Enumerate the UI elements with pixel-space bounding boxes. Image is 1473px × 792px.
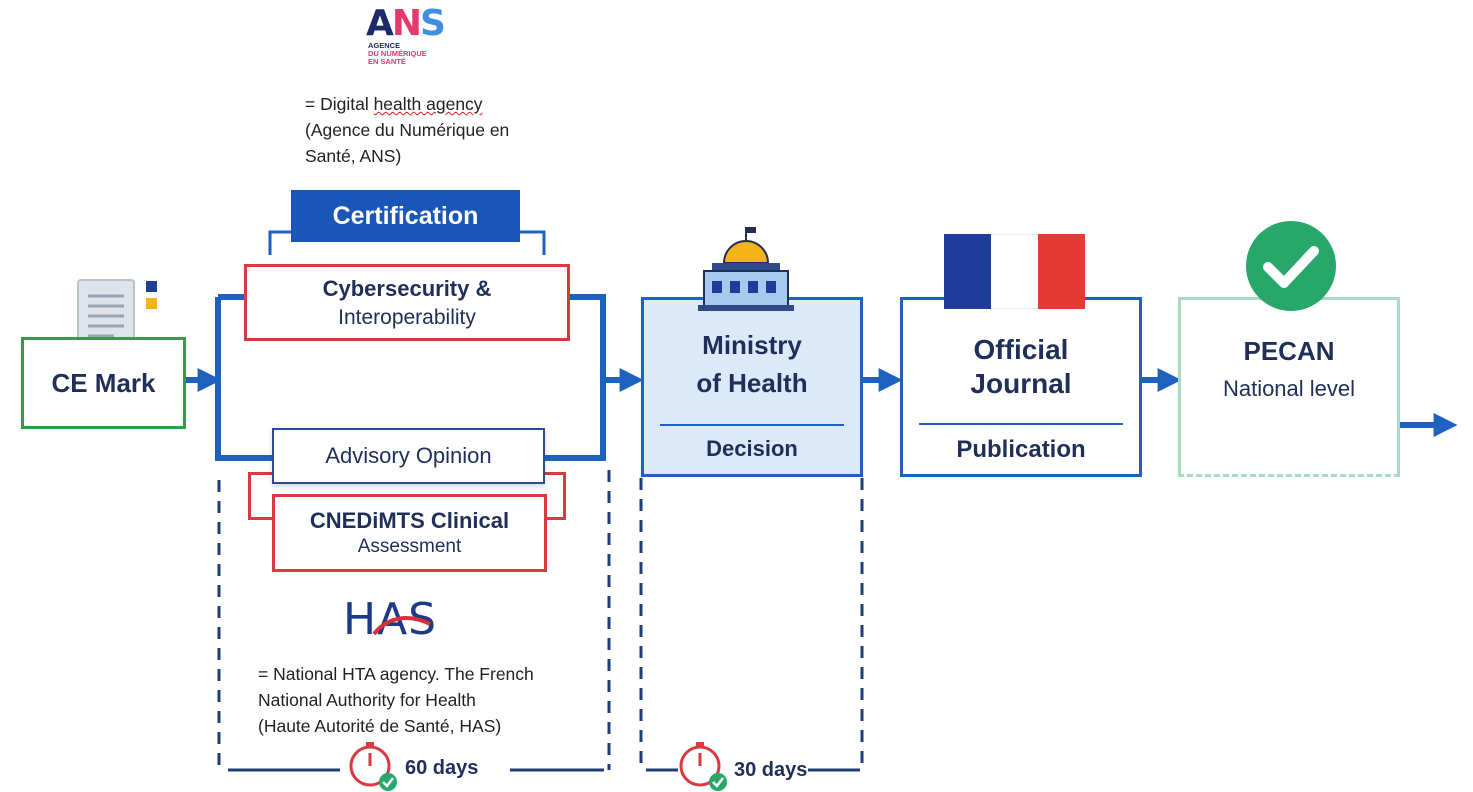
ministry-box: Ministry of Health Decision xyxy=(641,297,863,477)
timeline-bracket-60 xyxy=(217,470,611,770)
advisory-opinion-label: Advisory Opinion xyxy=(325,443,492,468)
ans-logo-line1: AGENCE xyxy=(368,41,401,50)
pecan-line1: PECAN xyxy=(1243,336,1335,366)
cybersecurity-line1: Cybersecurity & xyxy=(322,275,492,301)
cnedimts-line2: Assessment xyxy=(357,536,462,557)
ans-logo-mark: ANS xyxy=(366,3,446,44)
timer-60-icon xyxy=(349,742,397,791)
has-note: = National HTA agency. The French Nation… xyxy=(258,661,534,739)
ministry-separator xyxy=(660,424,844,426)
has-note-line3: (Haute Autorité de Santé, HAS) xyxy=(258,716,502,736)
ce-mark-label: CE Mark xyxy=(51,367,156,398)
journal-separator xyxy=(919,423,1123,425)
ministry-line1: Ministry xyxy=(702,330,802,360)
ministry-sub: Decision xyxy=(706,436,798,461)
ans-note-prefix: = Digital xyxy=(305,94,374,114)
cybersecurity-box: Cybersecurity & Interoperability xyxy=(244,264,570,341)
certification-header: Certification xyxy=(291,190,520,242)
ans-note: = Digital health agency (Agence du Numér… xyxy=(305,91,509,169)
cnedimts-line1: CNEDiMTS Clinical xyxy=(309,508,510,533)
ministry-line2: of Health xyxy=(696,368,808,398)
timeline-bracket-30 xyxy=(639,478,864,770)
certification-bracket xyxy=(268,230,546,255)
cybersecurity-line2: Interoperability xyxy=(338,305,476,329)
official-journal-box: Official Journal Publication xyxy=(900,297,1142,477)
has-logo-swoosh xyxy=(372,616,431,636)
check-circle-icon xyxy=(1246,221,1336,311)
journal-sub: Publication xyxy=(956,436,1086,463)
french-flag-icon xyxy=(944,234,1085,309)
ans-note-underlined: health agency xyxy=(373,94,483,114)
pecan-line2: National level xyxy=(1222,376,1356,401)
has-note-line1: = National HTA agency. The French xyxy=(258,664,534,684)
timer-30-label: 30 days xyxy=(734,759,808,781)
advisory-opinion-box: Advisory Opinion xyxy=(272,428,545,484)
cnedimts-box: CNEDiMTS Clinical Assessment xyxy=(272,494,547,572)
ans-logo-line3: EN SANTÉ xyxy=(368,57,406,66)
document-icon xyxy=(77,279,157,356)
journal-line1: Official xyxy=(973,334,1069,365)
pecan-box: PECAN National level xyxy=(1178,297,1400,477)
ans-note-line3: Santé, ANS) xyxy=(305,146,402,166)
timer-60-label: 60 days xyxy=(405,757,479,779)
has-note-line2: National Authority for Health xyxy=(258,690,476,710)
timer-30-icon xyxy=(679,742,727,791)
ans-logo-line2: DU NUMÉRIQUE xyxy=(368,49,427,58)
ans-logo: ANS AGENCE DU NUMÉRIQUE EN SANTÉ xyxy=(366,6,450,66)
branch-left xyxy=(215,297,272,461)
journal-line2: Journal xyxy=(970,368,1072,399)
ans-note-line2: (Agence du Numérique en xyxy=(305,120,510,140)
government-building-icon xyxy=(698,227,794,311)
ce-mark-box: CE Mark xyxy=(21,337,186,429)
